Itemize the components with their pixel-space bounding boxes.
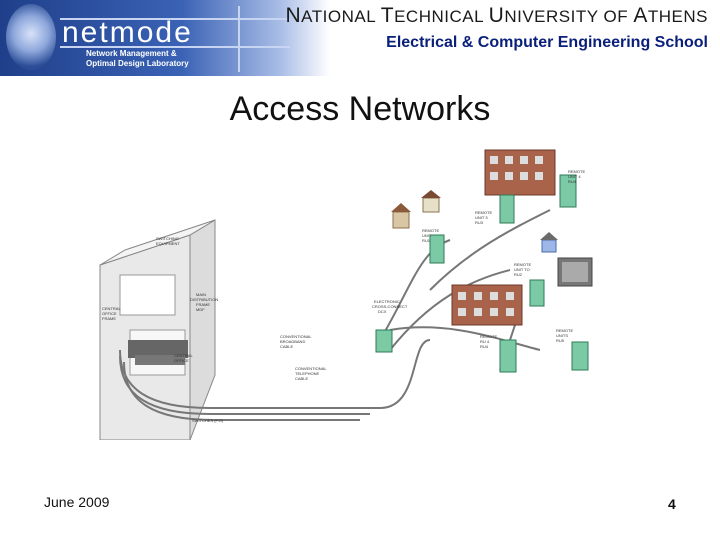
logo-word: netmode [62, 16, 193, 49]
label-conv1-3: CABLE [280, 344, 293, 349]
footer-date: June 2009 [44, 494, 110, 510]
label-remote-mid-3: RU3 [475, 220, 484, 225]
label-cross-2: CROSS-CONNECT [372, 304, 408, 309]
office-building-right [557, 257, 593, 287]
cabinet-ru4-low [499, 339, 517, 373]
label-remote-top-1: REMOTE [568, 169, 585, 174]
label-central-office-1: CENTRAL [174, 353, 193, 358]
university-seal [6, 4, 56, 70]
label-switching-2: EQUIPMENT [156, 241, 180, 246]
cabinet-ru4-top [559, 174, 577, 208]
cabinet-ru2 [529, 279, 545, 307]
university-name: NATIONAL TECHNICAL UNIVERSITY OF ATHENS [286, 4, 709, 28]
label-conv2-3: CABLE [295, 376, 308, 381]
school-name: Electrical & Computer Engineering School [386, 34, 708, 51]
label-ru2-3: RU2 [514, 272, 523, 277]
uni-word-2: TECHNICAL [380, 4, 484, 27]
label-remote-top-2: UNIT 4 [568, 174, 581, 179]
label-remote-low-2: RU 4 [480, 339, 490, 344]
label-main-dist-3: FRAME [196, 302, 210, 307]
uni-word-3: UNIVERSITY [488, 4, 599, 27]
uni-word-1: NATIONAL [285, 4, 376, 27]
apartment-building-top [484, 149, 556, 196]
label-remote-right-1: REMOTE [556, 328, 573, 333]
label-remote-mid-2: UNIT 3 [475, 215, 488, 220]
label-feeder: SWITCHES (F.O) [192, 418, 224, 423]
cabinet-ru5 [571, 341, 589, 371]
label-remote-unit-3: RU1 [422, 238, 431, 243]
logo-line-1: Network Management & [86, 49, 177, 58]
label-main-dist-4: MDF [196, 307, 205, 312]
label-conv2-1: CONVENTIONAL [295, 366, 327, 371]
label-cross-3: DCX [378, 309, 387, 314]
cabinet-dcx [375, 329, 393, 353]
central-office-building [99, 219, 216, 440]
label-central-3: FRAME [102, 316, 116, 321]
label-main-dist-2: DISTRIBUTION [190, 297, 218, 302]
cabinet-ru3 [499, 194, 515, 224]
label-remote-low-3: RU4 [480, 344, 489, 349]
label-central-office-2: OFFICE [174, 358, 189, 363]
logo-line-2: Optimal Design Laboratory [86, 59, 189, 68]
page-number: 4 [668, 496, 676, 512]
slide-title: Access Networks [229, 90, 491, 128]
cabinets [375, 174, 589, 373]
small-houses [391, 190, 558, 253]
apartment-building-middle [451, 284, 523, 326]
label-remote-top-3: RU4 [568, 179, 577, 184]
label-conv1-2: BROADBAND [280, 339, 305, 344]
uni-word-4: OF [603, 7, 629, 26]
access-network-diagram: SWITCHING EQUIPMENT CENTRAL OFFICE FRAME… [99, 149, 593, 440]
label-conv1-1: CONVENTIONAL [280, 334, 312, 339]
label-remote-unit-2: UNIT [422, 233, 432, 238]
label-central-2: OFFICE [102, 311, 117, 316]
label-switching-1: SWITCHING [156, 236, 179, 241]
uni-word-5: ATHENS [633, 4, 708, 27]
netmode-logo: netmode Network Management & Optimal Des… [60, 6, 290, 72]
label-remote-right-3: RU5 [556, 338, 565, 343]
label-remote-low-1: REMOTE [480, 334, 497, 339]
label-remote-unit-1: REMOTE [422, 228, 439, 233]
label-ru2-2: UNIT TO [514, 267, 530, 272]
label-remote-mid-1: REMOTE [475, 210, 492, 215]
label-main-dist-1: MAIN [196, 292, 206, 297]
header-banner: netmode Network Management & Optimal Des… [0, 0, 330, 76]
label-central-1: CENTRAL [102, 306, 121, 311]
label-remote-right-2: UNITS [556, 333, 568, 338]
label-ru2-1: REMOTE [514, 262, 531, 267]
label-cross-1: ELECTRONIC [374, 299, 400, 304]
label-conv2-2: TELEPHONE [295, 371, 320, 376]
cabinet-ru1 [429, 234, 445, 264]
